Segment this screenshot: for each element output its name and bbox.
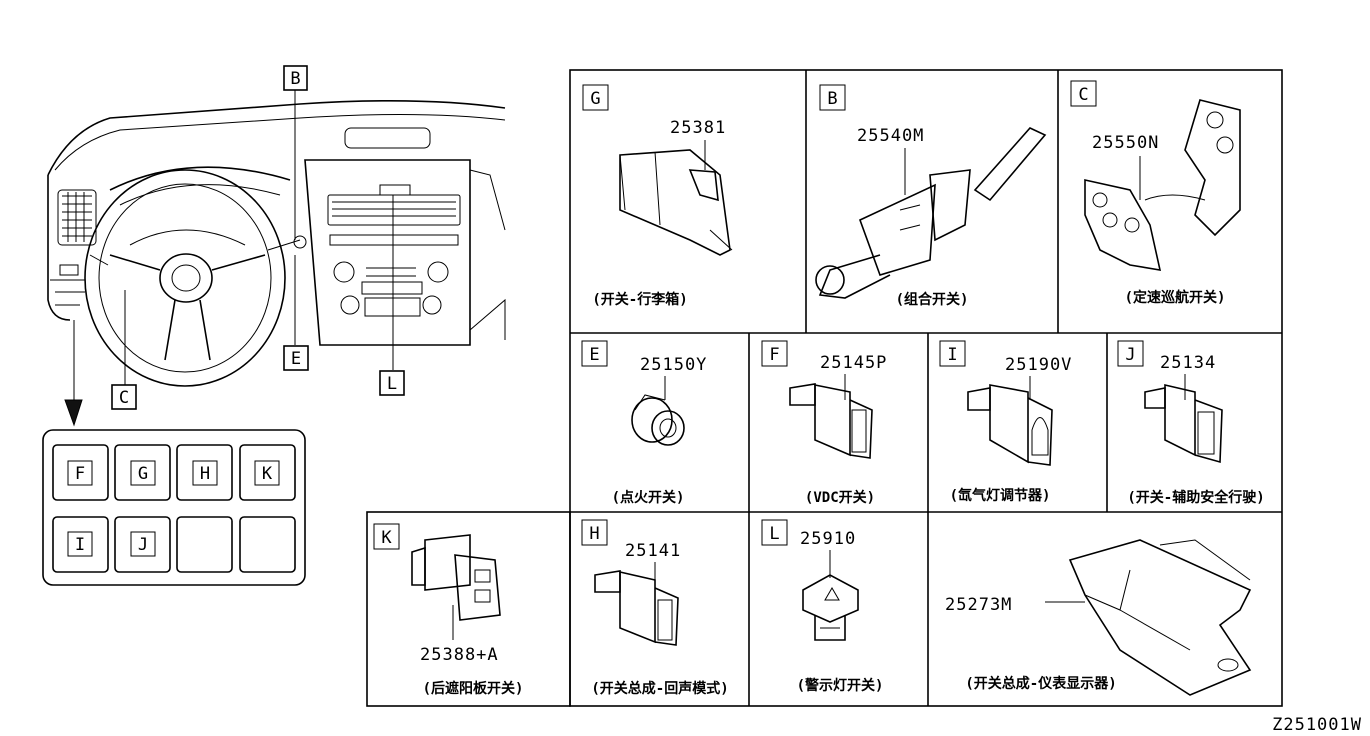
part-number-25550n: 25550N <box>1092 133 1159 153</box>
part-name-eco-mode-switch: (开关总成-回声模式) <box>591 680 728 697</box>
callout-box-e: E <box>283 345 309 371</box>
part-number-25388a: 25388+A <box>420 645 499 665</box>
dashboard-illustration <box>47 100 506 387</box>
rear-sunshade-switch-drawing <box>411 534 501 621</box>
switch-panel <box>42 429 306 586</box>
part-number-25381: 25381 <box>670 118 726 138</box>
vdc-switch-drawing <box>789 383 873 459</box>
panel-key-k: K <box>262 464 273 484</box>
ignition-switch-drawing <box>631 394 685 446</box>
part-key-e: E <box>589 345 599 365</box>
headlamp-leveler-drawing <box>967 384 1053 466</box>
part-cell-c: C 25550N (定速巡航开关) <box>1070 80 1241 306</box>
part-number-25141: 25141 <box>625 541 681 561</box>
driving-assist-switch-drawing <box>1144 383 1223 464</box>
part-name-ignition-switch: (点火开关) <box>612 489 685 506</box>
combination-switch-drawing <box>815 127 1047 299</box>
callout-c-label: C <box>119 388 129 408</box>
hazard-switch-drawing <box>802 574 859 641</box>
part-key-i: I <box>947 345 957 365</box>
part-number-25145p: 25145P <box>820 353 887 373</box>
cruise-switch-drawing <box>1084 99 1241 271</box>
part-number-25190v: 25190V <box>1005 355 1072 375</box>
part-key-f: F <box>769 345 779 365</box>
part-cell-j: J 25134 (开关-辅助安全行驶) <box>1117 340 1265 506</box>
callout-box-b: B <box>283 65 308 91</box>
callout-e-label: E <box>291 349 301 369</box>
part-name-meter-display-switch: (开关总成-仪表显示器) <box>965 675 1116 692</box>
part-key-g: G <box>590 89 600 109</box>
part-key-j: J <box>1125 345 1135 365</box>
part-name-driving-assist-switch: (开关-辅助安全行驶) <box>1127 489 1264 506</box>
part-cell-f: F 25145P (VDC开关) <box>761 340 887 506</box>
trunk-switch-drawing <box>619 149 733 256</box>
panel-key-f: F <box>75 464 85 484</box>
meter-display-switch-drawing <box>1068 539 1252 696</box>
diagram-code: Z251001W <box>1272 715 1362 735</box>
part-cell-meter-display: 25273M (开关总成-仪表显示器) <box>945 539 1252 696</box>
eco-mode-switch-drawing <box>594 570 679 646</box>
callout-leaders <box>64 90 394 427</box>
part-cell-g: G 25381 (开关-行李箱) <box>582 84 733 308</box>
part-name-rear-sunshade-switch: (后遮阳板开关) <box>423 680 524 697</box>
part-name-hazard-switch: (警示灯开关) <box>797 677 884 694</box>
panel-key-h: H <box>200 464 210 484</box>
part-key-k: K <box>381 528 392 548</box>
part-name-vdc-switch: (VDC开关) <box>805 489 875 506</box>
part-name-cruise-switch: (定速巡航开关) <box>1125 289 1226 306</box>
part-name-combination-switch: (组合开关) <box>896 291 969 308</box>
part-number-25540m: 25540M <box>857 126 924 146</box>
callout-box-l: L <box>379 370 405 396</box>
part-cell-i: I 25190V (氙气灯调节器) <box>939 340 1072 504</box>
part-name-headlamp-leveler: (氙气灯调节器) <box>950 487 1051 504</box>
part-number-25910: 25910 <box>800 529 856 549</box>
part-key-l: L <box>769 524 779 544</box>
part-number-25134: 25134 <box>1160 353 1216 373</box>
panel-key-g: G <box>138 464 148 484</box>
callout-box-c: C <box>111 384 137 410</box>
part-number-25273m: 25273M <box>945 595 1012 615</box>
part-name-trunk-switch: (开关-行李箱) <box>592 291 687 308</box>
parts-grid-frame <box>366 69 1283 707</box>
callout-l-label: L <box>387 374 397 394</box>
part-key-h: H <box>589 524 599 544</box>
part-cell-h: H 25141 (开关总成-回声模式) <box>581 519 729 697</box>
part-cell-l: L 25910 (警示灯开关) <box>761 519 884 694</box>
part-cell-e: E 25150Y (点火开关) <box>581 340 707 506</box>
part-key-b: B <box>827 89 837 109</box>
part-key-c: C <box>1078 85 1088 105</box>
part-cell-b: B 25540M (组合开关) <box>815 84 1047 308</box>
part-cell-k: K 25388+A (后遮阳板开关) <box>373 523 524 697</box>
panel-key-j: J <box>138 535 148 555</box>
callout-b-label: B <box>290 69 300 89</box>
panel-key-i: I <box>75 535 85 555</box>
part-number-25150y: 25150Y <box>640 355 707 375</box>
